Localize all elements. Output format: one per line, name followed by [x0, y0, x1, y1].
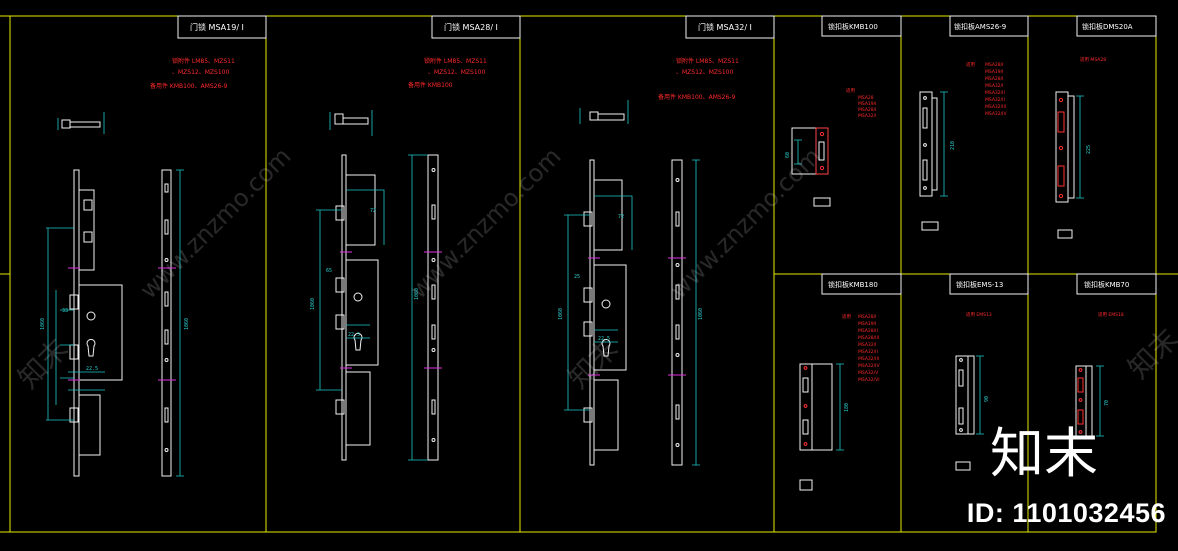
watermark-logo-1: 知末: [12, 332, 75, 395]
keeper-kmb180-drawing: 180: [799, 363, 850, 491]
panel-1-drawing: 1060 33 22.5 1060: [40, 112, 190, 477]
keeper-kmb100-drawing: 60: [785, 127, 831, 207]
panel-1-title: 门锁 MSA19/ I: [190, 22, 244, 32]
svg-text:210: 210: [950, 141, 956, 150]
svg-text:MSA28/I: MSA28/I: [858, 107, 876, 113]
svg-text:适用: 适用: [966, 61, 975, 68]
svg-text:MSA32/II: MSA32/II: [985, 97, 1005, 103]
panel-1-spec-3: 备用件 KMB100、AMS26-9: [150, 82, 227, 90]
watermark-logo-2: 知末: [562, 332, 625, 395]
svg-text:MSA32/VI: MSA32/VI: [858, 377, 880, 383]
svg-text:180: 180: [844, 403, 850, 412]
keeper-ems13-spec: 适用 EMS13: [966, 311, 992, 318]
image-id-label: ID: 1101032456: [966, 498, 1166, 528]
svg-text:1060: 1060: [698, 308, 704, 320]
keeper-dms20a-drawing: 225: [1055, 91, 1092, 239]
panel-2-drawing: 1060 65 22.5 72 1060: [310, 110, 442, 461]
keeper-ams26-spec: 适用 MSA28/I MSA19/I MSA28/I MSA32/I MSA32…: [966, 61, 1007, 117]
svg-text:22.5: 22.5: [86, 366, 98, 372]
panel-frame-3: [519, 15, 775, 533]
svg-text:MSA32/I: MSA32/I: [985, 83, 1003, 89]
svg-text:1060: 1060: [558, 308, 564, 320]
keeper-dms20a-title: 锁扣板DMS20A: [1082, 22, 1133, 31]
svg-text:MSA32/V: MSA32/V: [858, 370, 879, 376]
keeper-dms20a-spec: 适用 MSA28: [1080, 56, 1106, 63]
panel-3-spec-1: 锁附件 LM85、MZS11: [676, 57, 739, 65]
watermark-logo-3: 知末: [1122, 322, 1178, 385]
keeper-kmb70-title: 锁扣板KMB70: [1084, 280, 1129, 289]
svg-text:1060: 1060: [184, 318, 190, 330]
svg-text:MSA32/I: MSA32/I: [858, 113, 876, 119]
svg-text:1060: 1060: [40, 318, 46, 330]
keeper-kmb70-drawing: 70: [1075, 365, 1110, 437]
svg-text:MSA19/I: MSA19/I: [858, 101, 876, 107]
panel-2-title: 门锁 MSA28/ I: [444, 22, 498, 32]
svg-text:MSA28/I: MSA28/I: [985, 76, 1003, 82]
svg-text:72: 72: [618, 214, 624, 220]
svg-text:22.5: 22.5: [348, 332, 360, 338]
svg-text:1060: 1060: [414, 288, 420, 300]
svg-text:MSA28/III: MSA28/III: [858, 335, 879, 341]
svg-text:MSA28/II: MSA28/II: [858, 328, 878, 334]
svg-text:65: 65: [326, 268, 332, 274]
svg-text:MSA32/IV: MSA32/IV: [985, 111, 1007, 117]
svg-text:33: 33: [62, 308, 68, 314]
watermark-site-3: www.znzmo.com: [664, 142, 826, 304]
panel-3-spec-3: 备用件 KMB100、AMS26-9: [658, 93, 735, 101]
svg-text:90: 90: [984, 396, 990, 402]
svg-text:1060: 1060: [310, 298, 316, 310]
keeper-ems13-drawing: 90: [955, 355, 990, 471]
panel-3-spec-2: 、MZS12、MZS100: [676, 69, 733, 76]
svg-text:MSA32/I: MSA32/I: [858, 342, 876, 348]
panel-frame-2: [265, 15, 521, 533]
svg-text:适用: 适用: [846, 87, 855, 94]
panel-titles: 门锁 MSA19/ I 门锁 MSA28/ I 门锁 MSA32/ I 锁扣板K…: [190, 22, 1133, 289]
svg-text:MSA19/I: MSA19/I: [858, 321, 876, 327]
keeper-kmb100-title: 锁扣板KMB100: [828, 22, 878, 31]
svg-text:MSA32/III: MSA32/III: [985, 104, 1006, 110]
brand-logo: 知末: [990, 422, 1098, 485]
svg-text:适用: 适用: [842, 313, 851, 320]
panel-frame-1: [0, 15, 267, 533]
watermark-site-2: www.znzmo.com: [404, 142, 566, 304]
panel-1-spec-1: 锁附件 LM85、MZS11: [172, 57, 235, 65]
spec-annotations: 锁附件 LM85、MZS11 、MZS12、MZS100 备用件 KMB100、…: [150, 56, 1124, 383]
keeper-kmb180-title: 锁扣板KMB180: [828, 280, 878, 289]
svg-text:MSA32/II: MSA32/II: [985, 90, 1005, 96]
svg-text:22.5: 22.5: [598, 336, 610, 342]
svg-text:70: 70: [1104, 400, 1110, 406]
panel-2-spec-1: 锁附件 LM85、MZS11: [424, 57, 487, 65]
keeper-ems13-title: 锁扣板EMS-13: [956, 280, 1003, 289]
svg-text:MSA19/I: MSA19/I: [985, 69, 1003, 75]
svg-text:72: 72: [370, 208, 376, 214]
panel-1-spec-2: 、MZS12、MZS100: [172, 69, 229, 76]
svg-text:MSA28/I: MSA28/I: [985, 62, 1003, 68]
svg-text:MSA32/III: MSA32/III: [858, 356, 879, 362]
keeper-kmb70-spec: 适用 EMS18: [1098, 311, 1124, 318]
keeper-kmb180-spec: 适用 MSA28/I MSA19/I MSA28/II MSA28/III MS…: [842, 313, 880, 383]
svg-text:MSA28/I: MSA28/I: [858, 314, 876, 320]
panel-2-spec-3: 备用件 KMB100: [408, 81, 453, 89]
panel-2-spec-2: 、MZS12、MZS100: [428, 69, 485, 76]
panel-3-drawing: 1060 25 22.5 72 1060: [558, 100, 704, 466]
svg-text:MSA32/II: MSA32/II: [858, 349, 878, 355]
keeper-kmb100-spec: 适用 MSA28 MSA19/I MSA28/I MSA32/I: [846, 87, 876, 119]
drawing-frames: [0, 15, 1178, 533]
watermark-site-1: www.znzmo.com: [134, 142, 296, 304]
panel-3-title: 门锁 MSA32/ I: [698, 22, 752, 32]
keeper-ams26-drawing: 210: [919, 91, 956, 231]
svg-text:225: 225: [1086, 145, 1092, 154]
svg-text:25: 25: [574, 274, 580, 280]
svg-text:MSA28: MSA28: [858, 95, 874, 101]
svg-text:60: 60: [785, 152, 791, 158]
svg-text:MSA32/IV: MSA32/IV: [858, 363, 880, 369]
keeper-ams26-title: 锁扣板AMS26-9: [954, 22, 1006, 31]
